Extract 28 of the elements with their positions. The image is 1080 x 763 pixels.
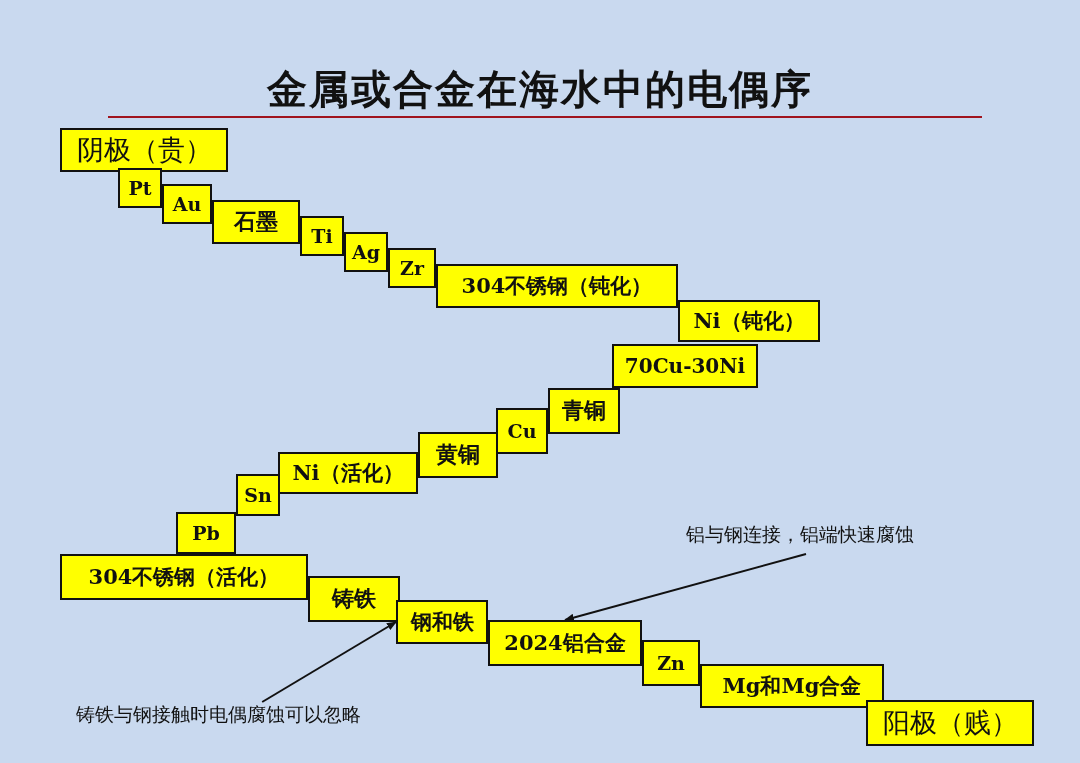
metal-box: Ni（钝化） <box>678 300 820 342</box>
metal-box: 70Cu-30Ni <box>612 344 758 388</box>
arrow <box>564 553 807 622</box>
metal-box: 304不锈钢（钝化） <box>436 264 678 308</box>
metal-box: 钢和铁 <box>396 600 488 644</box>
title: 金属或合金在海水中的电偶序 <box>265 64 814 114</box>
metal-box: 304不锈钢（活化） <box>60 554 308 600</box>
metal-box: 黄铜 <box>418 432 498 478</box>
annotation-text: 铝与钢连接，铝端快速腐蚀 <box>686 522 986 554</box>
metal-box: Ti <box>300 216 344 256</box>
metal-box: Pb <box>176 512 236 554</box>
metal-box: Zr <box>388 248 436 288</box>
metal-box: 青铜 <box>548 388 620 434</box>
pole-label-box: 阴极（贵） <box>60 128 228 172</box>
metal-box: 石墨 <box>212 200 300 244</box>
metal-box: Pt <box>118 168 162 208</box>
metal-box: Ni（活化） <box>278 452 418 494</box>
metal-box: 铸铁 <box>308 576 400 622</box>
metal-box: Zn <box>642 640 700 686</box>
metal-box: Sn <box>236 474 280 516</box>
arrow <box>261 621 397 703</box>
metal-box: Cu <box>496 408 548 454</box>
pole-label-box: 阳极（贱） <box>866 700 1034 746</box>
metal-box: Mg和Mg合金 <box>700 664 884 708</box>
metal-box: Ag <box>344 232 388 272</box>
metal-box: Au <box>162 184 212 224</box>
annotation-text: 铸铁与钢接触时电偶腐蚀可以忽略 <box>76 702 456 734</box>
metal-box: 2024铝合金 <box>488 620 642 666</box>
